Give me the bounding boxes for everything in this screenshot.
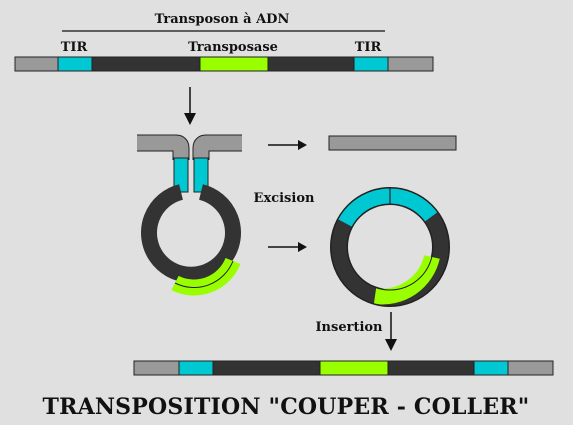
down-arrow-icon [184, 87, 196, 125]
transposon-body-segment [212, 360, 321, 376]
transposon-header-label: Transposon à ADN [155, 12, 290, 27]
transposon-body-segment [387, 360, 475, 376]
host-dna-right [507, 360, 554, 376]
circle-tir-arc [337, 188, 438, 228]
inserted-dna-strand [133, 360, 554, 376]
tir-left-segment [178, 360, 214, 376]
transposase-label: Transposase [188, 40, 278, 55]
circular-transposon [330, 187, 450, 307]
down-arrow-icon [385, 312, 397, 351]
transposase-gene-segment [319, 360, 389, 376]
right-arrow-icon [268, 140, 307, 150]
transposon-loop-ring [141, 184, 241, 283]
tir-right-segment [473, 360, 509, 376]
transposon-body-segment [267, 56, 355, 72]
right-arrow-icon [268, 242, 307, 252]
excision-label: Excision [254, 191, 315, 206]
repaired-host-dna [328, 135, 457, 151]
tir-right-label: TIR [355, 40, 382, 55]
tir-right-segment [353, 56, 389, 72]
host-dna-left [14, 56, 59, 72]
tir-left-label: TIR [61, 40, 88, 55]
host-dna-right [387, 56, 434, 72]
transposase-gene-segment [199, 56, 269, 72]
insertion-label: Insertion [315, 320, 383, 335]
main-title: TRANSPOSITION "COUPER - COLLER" [43, 394, 530, 420]
host-dna-left-arm [137, 135, 189, 160]
excision-loop [137, 134, 242, 296]
tir-left-segment [57, 56, 93, 72]
original-dna-strand [14, 56, 434, 72]
host-dna-right-arm [193, 135, 242, 160]
host-dna-left [133, 360, 180, 376]
transposon-body-segment [91, 56, 201, 72]
